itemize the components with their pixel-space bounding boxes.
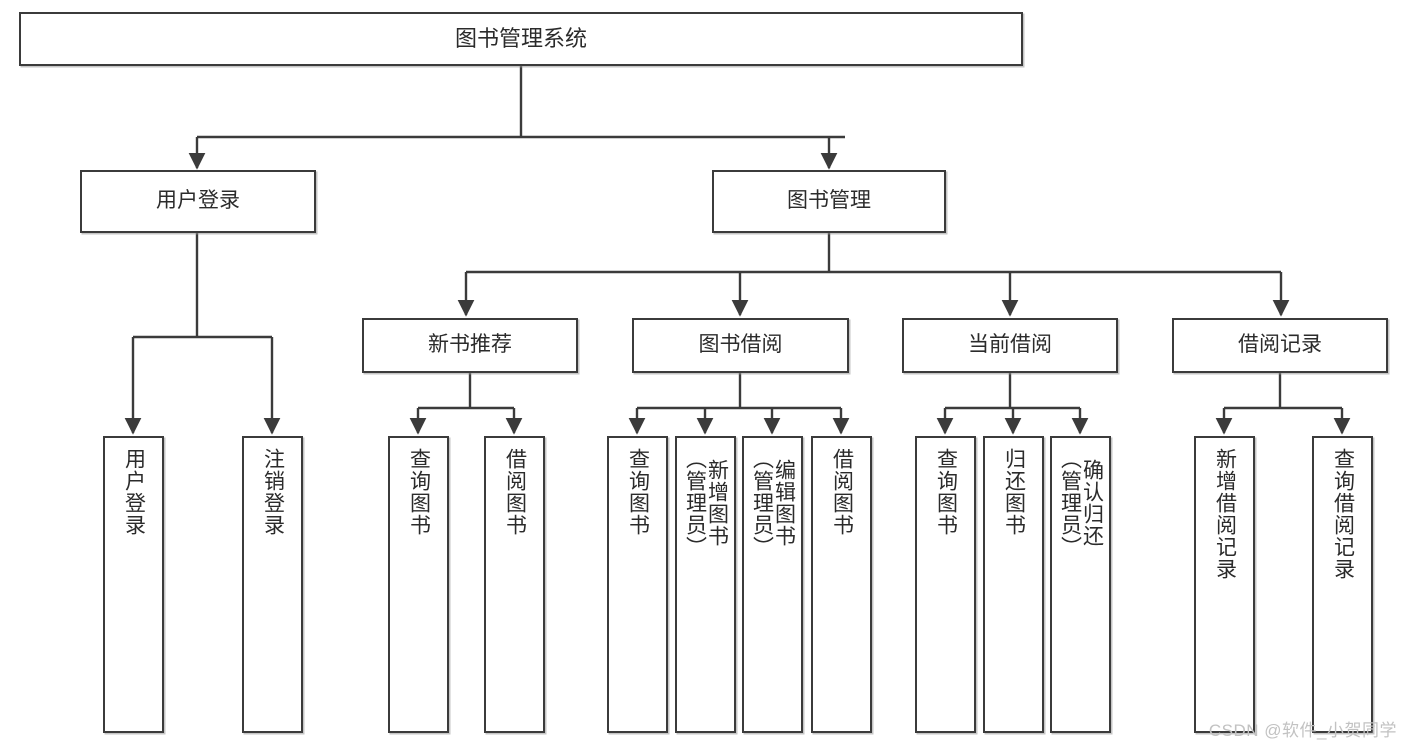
csdn-watermark: CSDN @软件_小贺同学 [1208, 721, 1397, 740]
node-book-borrow[interactable]: 图书借阅 [632, 318, 849, 373]
node-label: 图书借阅 [698, 333, 783, 357]
node-label: 借阅图书 [503, 448, 527, 536]
node-leaf-add-borrow-record[interactable]: 新增借阅记录 [1194, 436, 1255, 733]
node-label: 查询借阅记录 [1331, 448, 1355, 580]
node-label: 归还图书 [1002, 448, 1026, 536]
node-label: 用户登录 [156, 189, 240, 213]
node-label: 新书推荐 [428, 333, 512, 357]
node-leaf-return-book[interactable]: 归还图书 [983, 436, 1044, 733]
node-leaf-query-book-1[interactable]: 查询图书 [388, 436, 449, 733]
node-leaf-borrow-book-1[interactable]: 借阅图书 [484, 436, 545, 733]
node-leaf-edit-book[interactable]: 编辑图书 （管理员） [742, 436, 803, 733]
node-label: 新增图书 （管理员） [683, 448, 729, 558]
node-label: 借阅记录 [1238, 333, 1322, 357]
node-leaf-query-book-2[interactable]: 查询图书 [607, 436, 668, 733]
node-label: 借阅图书 [830, 448, 854, 536]
node-user-login[interactable]: 用户登录 [80, 170, 316, 233]
node-label: 查询图书 [934, 448, 958, 536]
node-leaf-borrow-book-2[interactable]: 借阅图书 [811, 436, 872, 733]
node-label: 图书管理 [787, 189, 871, 213]
node-leaf-logout-login[interactable]: 注销登录 [242, 436, 303, 733]
node-label: 图书管理系统 [454, 26, 587, 52]
node-label: 查询图书 [626, 448, 650, 536]
node-leaf-confirm-return[interactable]: 确认归还 （管理员） [1050, 436, 1111, 733]
node-label: 注销登录 [261, 448, 285, 536]
node-leaf-add-book[interactable]: 新增图书 （管理员） [675, 436, 736, 733]
node-root-book-management-system[interactable]: 图书管理系统 [19, 12, 1023, 66]
node-label: 确认归还 （管理员） [1058, 448, 1104, 558]
node-label: 用户登录 [122, 448, 146, 536]
node-leaf-query-book-3[interactable]: 查询图书 [915, 436, 976, 733]
node-current-borrow[interactable]: 当前借阅 [902, 318, 1118, 373]
node-label: 编辑图书 （管理员） [750, 448, 796, 558]
node-leaf-user-login[interactable]: 用户登录 [103, 436, 164, 733]
node-label: 当前借阅 [968, 333, 1052, 357]
node-new-book-recommend[interactable]: 新书推荐 [362, 318, 578, 373]
node-borrow-record[interactable]: 借阅记录 [1172, 318, 1388, 373]
node-label: 新增借阅记录 [1213, 448, 1237, 580]
node-label: 查询图书 [407, 448, 431, 536]
node-leaf-query-borrow-record[interactable]: 查询借阅记录 [1312, 436, 1373, 733]
node-book-manage[interactable]: 图书管理 [712, 170, 946, 233]
